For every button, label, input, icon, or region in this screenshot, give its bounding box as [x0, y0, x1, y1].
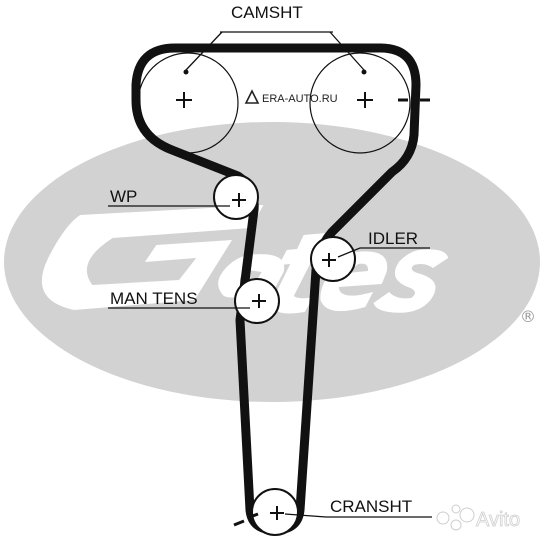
water-pump-label: WP: [110, 187, 137, 206]
crankshaft-label: CRANSHT: [330, 497, 412, 516]
camshaft-label: CAMSHT: [231, 3, 303, 22]
water-pump-pulley: [213, 174, 259, 220]
manual-tensioner-label: MAN TENS: [110, 289, 198, 308]
site-logo-icon: [244, 89, 260, 104]
marketplace-watermark: Avito: [436, 504, 521, 531]
center-marks: [176, 92, 373, 520]
site-watermark-text: ERA-AUTO.RU: [262, 93, 338, 105]
brand-logo-watermark: [4, 122, 540, 402]
idler-label: IDLER: [368, 229, 418, 248]
registered-mark: ®: [520, 307, 536, 326]
site-watermark: ERA-AUTO.RU: [244, 89, 338, 105]
marketplace-logo-icon: [436, 504, 475, 531]
marketplace-watermark-text: Avito: [476, 509, 520, 531]
leader-lines: [108, 31, 432, 518]
timing-marks: [183, 69, 430, 527]
camshaft-pulley-right: [309, 52, 411, 154]
